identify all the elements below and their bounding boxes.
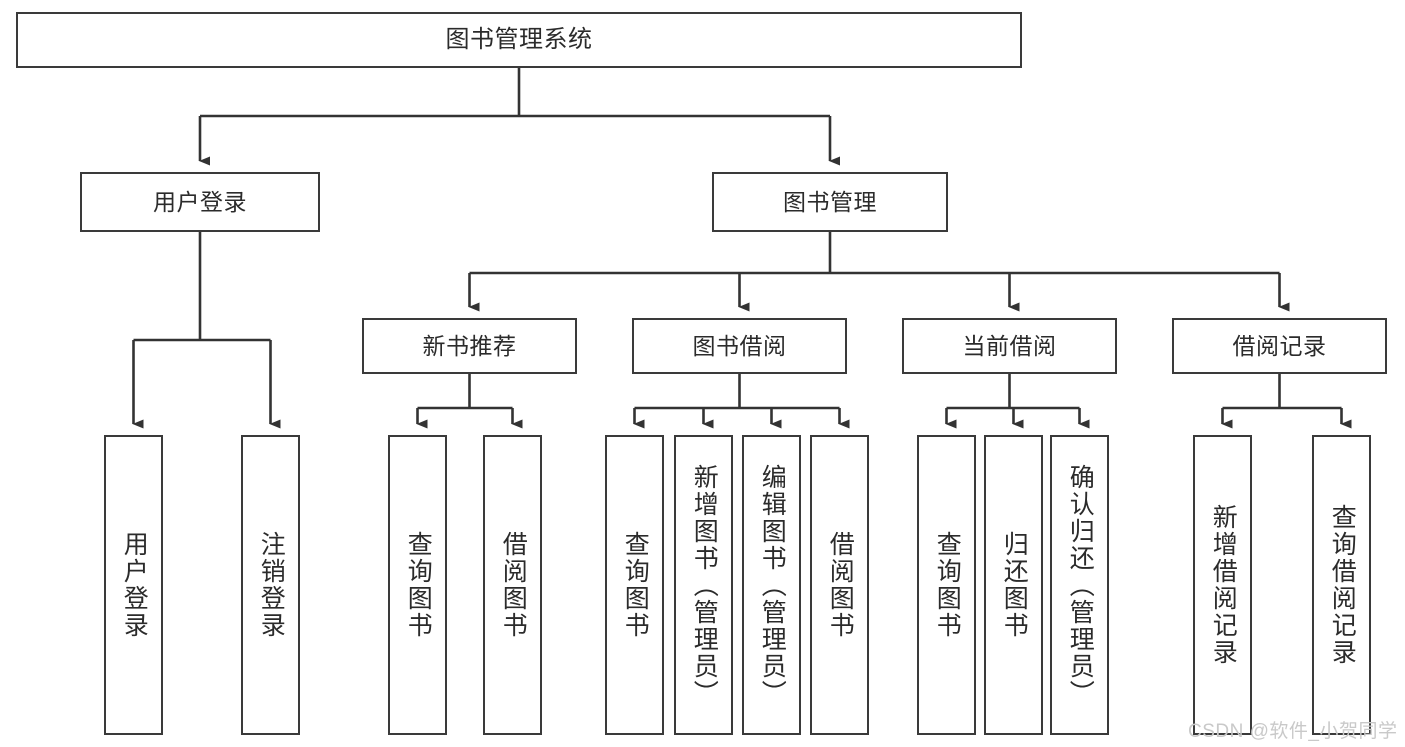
node-root-system[interactable]: 图书管理系统 [16,12,1022,68]
node-label: 用户登录 [120,531,149,639]
node-label: 编辑图书（管理员） [758,463,787,707]
node-user-login[interactable]: 用户登录 [80,172,320,232]
node-label: 图书管理 [783,188,877,215]
node-label: 注销登录 [257,531,286,639]
watermark: CSDN @软件_小贺同学 [1188,721,1398,742]
node-label: 借阅记录 [1232,332,1327,359]
node-leaf-query-book-3[interactable]: 查询图书 [917,435,976,735]
node-leaf-borrow-book-1[interactable]: 借阅图书 [483,435,542,735]
node-leaf-query-book-1[interactable]: 查询图书 [388,435,447,735]
node-new-book-recommend[interactable]: 新书推荐 [362,318,577,374]
node-leaf-query-book-2[interactable]: 查询图书 [605,435,664,735]
node-label: 查询图书 [621,531,650,639]
node-book-borrow[interactable]: 图书借阅 [632,318,847,374]
node-leaf-add-book[interactable]: 新增图书（管理员） [674,435,733,735]
node-label: 当前借阅 [962,332,1057,359]
node-label: 归还图书 [1000,531,1029,639]
node-label: 查询图书 [933,531,962,639]
node-label: 新书推荐 [422,332,517,359]
node-borrow-record[interactable]: 借阅记录 [1172,318,1387,374]
node-label: 查询图书 [404,531,433,639]
node-label: 查询借阅记录 [1328,504,1357,666]
node-label: 借阅图书 [826,531,855,639]
node-leaf-logout[interactable]: 注销登录 [241,435,300,735]
node-label: 借阅图书 [499,531,528,639]
node-leaf-add-record[interactable]: 新增借阅记录 [1193,435,1252,735]
node-label: 图书管理系统 [445,26,593,54]
node-label: 确认归还（管理员） [1066,463,1095,707]
node-leaf-return-book[interactable]: 归还图书 [984,435,1043,735]
node-label: 新增图书（管理员） [690,463,719,707]
node-book-manage[interactable]: 图书管理 [712,172,948,232]
node-label: 图书借阅 [692,332,787,359]
node-label: 用户登录 [153,188,247,215]
node-leaf-query-record[interactable]: 查询借阅记录 [1312,435,1371,735]
node-leaf-user-login[interactable]: 用户登录 [104,435,163,735]
node-current-borrow[interactable]: 当前借阅 [902,318,1117,374]
node-leaf-borrow-book-2[interactable]: 借阅图书 [810,435,869,735]
node-label: 新增借阅记录 [1209,504,1238,666]
node-leaf-edit-book[interactable]: 编辑图书（管理员） [742,435,801,735]
node-leaf-confirm-return[interactable]: 确认归还（管理员） [1050,435,1109,735]
